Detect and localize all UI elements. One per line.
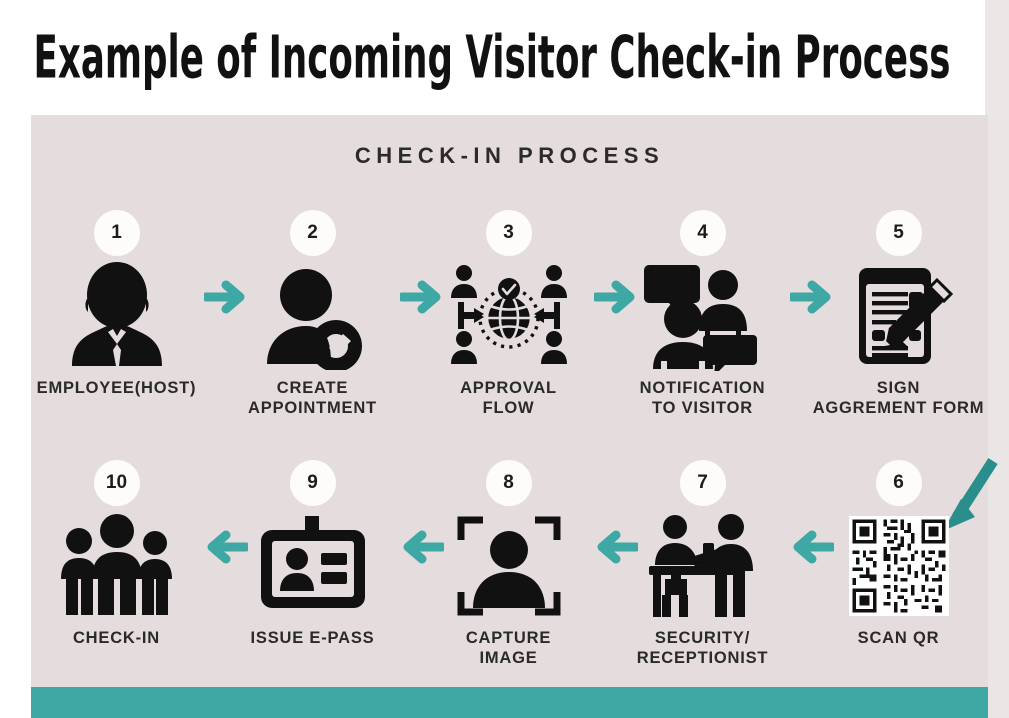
document-pencil-icon <box>821 260 976 372</box>
panel-subtitle: CHECK-IN PROCESS <box>354 143 665 168</box>
step-7-security-receptionist[interactable]: 7 <box>625 460 780 675</box>
step-1-employee-host[interactable]: 1 EMPLOYEE(HOST) <box>37 210 196 425</box>
step-9-issue-e-pass[interactable]: 9 ISSUE E-PASS <box>235 460 390 675</box>
step-number-badge: 6 <box>875 460 922 506</box>
panel-right-margin-strip <box>988 115 1009 718</box>
step-6-scan-qr[interactable]: 6 <box>821 460 976 675</box>
page-right-margin-strip <box>985 0 1009 115</box>
step-number-badge: 5 <box>875 210 922 256</box>
step-number-badge: 9 <box>289 460 336 506</box>
step-number-badge: 2 <box>289 210 336 256</box>
reception-desk-icon <box>625 510 780 622</box>
step-3-approval-flow[interactable]: 3 <box>431 210 586 425</box>
step-number-badge: 3 <box>485 210 532 256</box>
flow-arrow-4-5 <box>789 276 835 318</box>
qr-code-icon <box>821 510 976 622</box>
flow-arrow-2-3 <box>399 276 445 318</box>
wrap-diagonal-arrow <box>931 455 1009 545</box>
two-people-chat-icon <box>625 260 780 372</box>
flow-arrow-9-10 <box>203 526 249 568</box>
step-number-badge: 8 <box>485 460 532 506</box>
flow-arrow-3-4 <box>593 276 639 318</box>
step-10-check-in[interactable]: 10 <box>39 460 194 675</box>
flow-arrow-8-9 <box>399 526 445 568</box>
step-6-label: SCAN QR <box>857 629 940 647</box>
approval-globe-icon <box>431 260 586 372</box>
flow-arrow-1-2 <box>203 276 249 318</box>
step-10-label: CHECK-IN <box>72 629 161 647</box>
step-number-badge: 4 <box>679 210 726 256</box>
person-with-badge-icon <box>235 260 390 372</box>
step-number-badge: 1 <box>93 210 140 256</box>
step-5-sign-aggrement-form[interactable]: 5 <box>813 210 983 425</box>
step-7-label: SECURITY/RECEPTIONIST <box>636 629 769 668</box>
process-row-bottom: 10 <box>31 460 988 675</box>
step-number-badge: 7 <box>679 460 726 506</box>
process-row-top: 1 EMPLOYEE(HOST) <box>31 210 988 425</box>
step-9-label: ISSUE E-PASS <box>250 629 375 647</box>
id-badge-card-icon <box>235 510 390 622</box>
flow-arrow-6-7 <box>789 526 835 568</box>
step-1-label: EMPLOYEE(HOST) <box>36 379 197 397</box>
footer-accent-bar <box>31 687 988 718</box>
process-panel: CHECK-IN PROCESS 1 <box>31 115 998 687</box>
title-band: Example of Incoming Visitor Check-in Pro… <box>0 0 985 115</box>
camera-focus-person-icon <box>431 510 586 622</box>
step-number-badge: 10 <box>93 460 140 506</box>
three-people-icon <box>39 510 194 622</box>
flow-arrow-7-8 <box>593 526 639 568</box>
page-title: Example of Incoming Visitor Check-in Pro… <box>34 23 951 92</box>
step-4-notification-to-visitor[interactable]: 4 <box>625 210 780 425</box>
businessman-bust-icon <box>39 260 194 372</box>
